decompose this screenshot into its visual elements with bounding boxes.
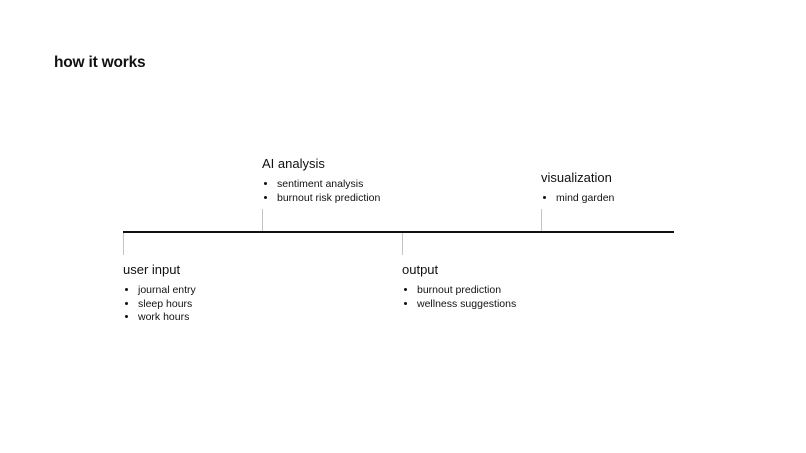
stage-visualization: visualization mind garden bbox=[541, 170, 614, 206]
timeline-axis bbox=[123, 231, 674, 233]
stage-item-list: journal entry sleep hours work hours bbox=[123, 284, 196, 325]
stage-title: user input bbox=[123, 262, 181, 277]
stage-item-list: burnout prediction wellness suggestions bbox=[402, 284, 516, 311]
tick-visualization bbox=[541, 209, 542, 231]
list-item: sentiment analysis bbox=[277, 178, 380, 192]
stage-ai-analysis: AI analysis sentiment analysis burnout r… bbox=[262, 156, 380, 205]
stage-title: output bbox=[402, 262, 439, 277]
stage-item-list: mind garden bbox=[541, 192, 614, 206]
stage-user-input: user input journal entry sleep hours wor… bbox=[123, 262, 196, 325]
list-item: wellness suggestions bbox=[417, 298, 516, 312]
list-item: sleep hours bbox=[138, 298, 196, 312]
list-item: burnout risk prediction bbox=[277, 192, 380, 206]
stage-item-list: sentiment analysis burnout risk predicti… bbox=[262, 178, 380, 205]
page-title: how it works bbox=[54, 54, 146, 71]
list-item: mind garden bbox=[556, 192, 614, 206]
stage-title: AI analysis bbox=[262, 156, 325, 171]
list-item: work hours bbox=[138, 311, 196, 325]
stage-title: visualization bbox=[541, 170, 612, 185]
stage-output: output burnout prediction wellness sugge… bbox=[402, 262, 516, 311]
list-item: burnout prediction bbox=[417, 284, 516, 298]
tick-user-input bbox=[123, 233, 124, 255]
tick-output bbox=[402, 233, 403, 255]
list-item: journal entry bbox=[138, 284, 196, 298]
tick-ai-analysis bbox=[262, 209, 263, 231]
